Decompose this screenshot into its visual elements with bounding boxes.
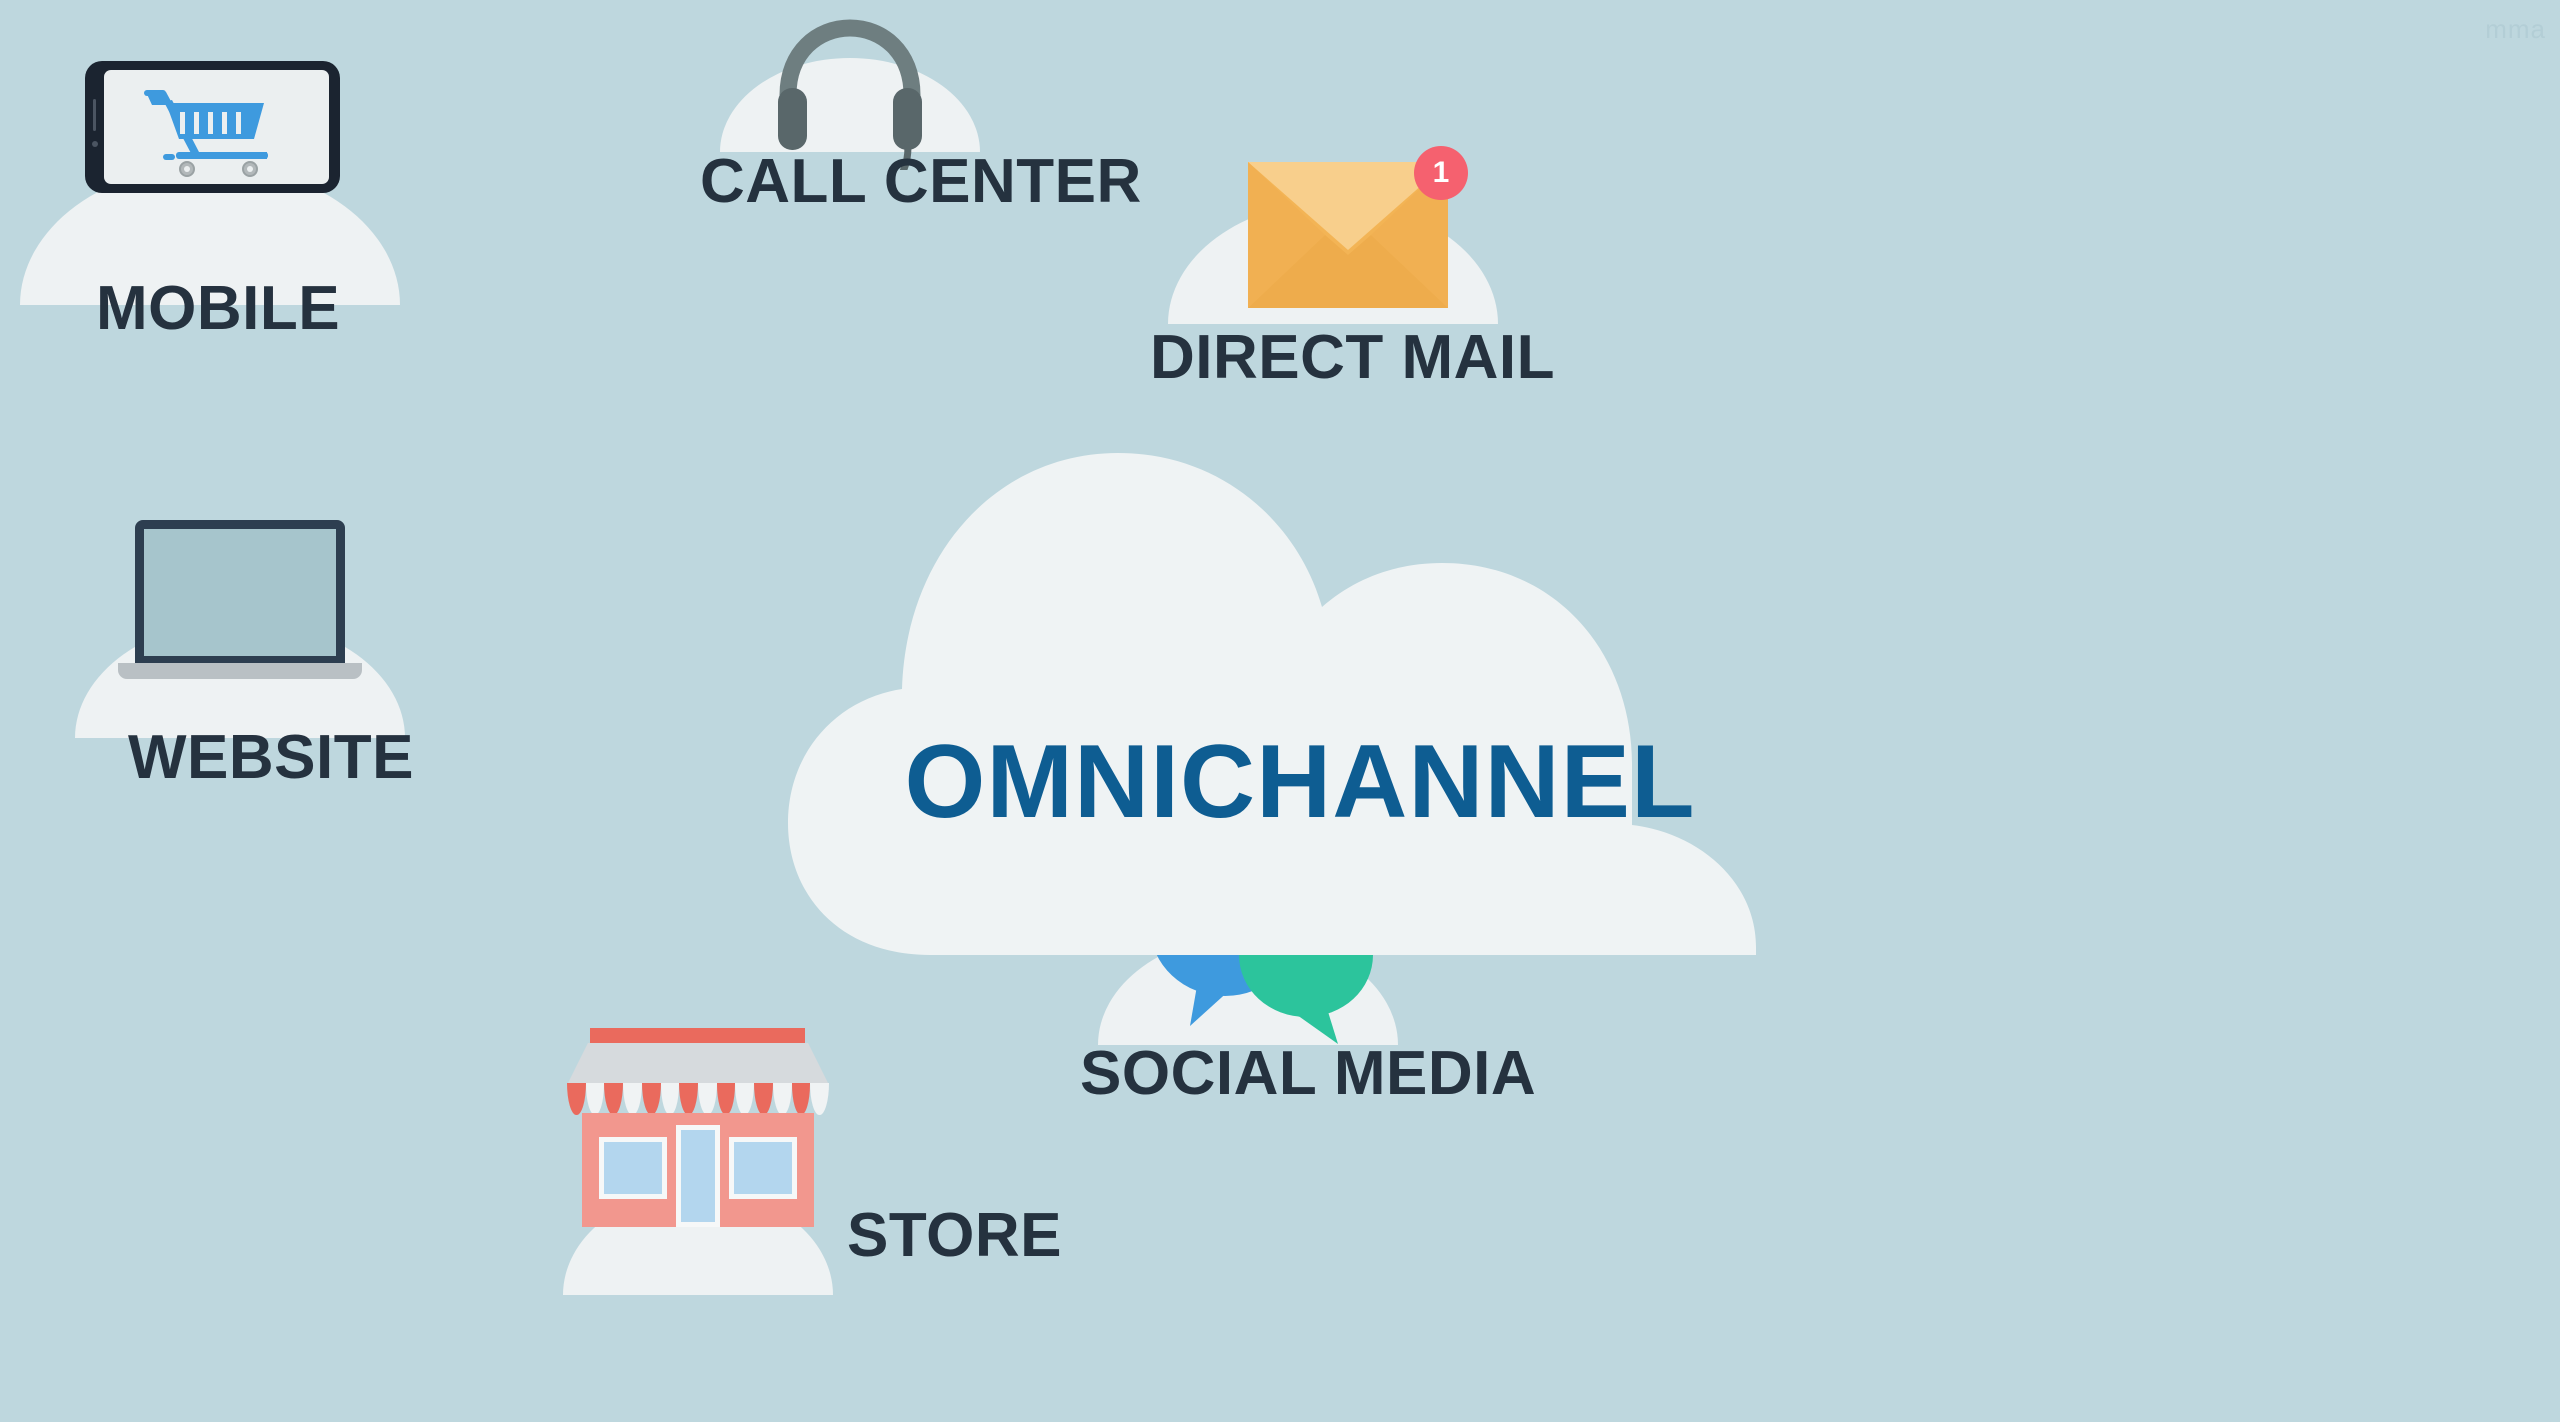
mail-badge: 1 (1414, 146, 1468, 200)
channel-website[interactable]: WEBSITE (60, 510, 540, 810)
label-direct-mail: DIRECT MAIL (1150, 323, 1556, 392)
label-social-media: SOCIAL MEDIA (1080, 1039, 1537, 1108)
mail-badge-count: 1 (1432, 156, 1450, 189)
laptop-screen (144, 529, 336, 656)
label-website: WEBSITE (128, 723, 414, 792)
awning-stripe (567, 1083, 586, 1115)
label-mobile: MOBILE (96, 274, 341, 343)
watermark: mma (2485, 14, 2546, 44)
store-door (676, 1125, 720, 1227)
awning-stripe (660, 1083, 680, 1115)
tablet-camera-dot (92, 141, 98, 147)
envelope-icon (1248, 162, 1448, 308)
shopping-cart-icon (144, 90, 268, 177)
store-roof-strip (590, 1028, 805, 1043)
awning-stripe (623, 1083, 642, 1115)
awning-stripe (772, 1083, 792, 1115)
laptop-base (118, 663, 362, 679)
headset-icon (778, 19, 922, 170)
channel-call-center[interactable]: CALL CENTER (700, 10, 1320, 240)
cloud-icon (788, 453, 1756, 955)
store-roof (567, 1043, 829, 1085)
awning-stripe (754, 1083, 773, 1115)
tablet-shopping-cart-icon (85, 61, 340, 193)
awning-stripe (604, 1083, 624, 1115)
tablet-volume-button (93, 99, 96, 131)
omnichannel-title: OMNICHANNEL (904, 724, 1696, 840)
label-store: STORE (847, 1201, 1062, 1270)
store-window-left (599, 1137, 667, 1199)
channel-mobile[interactable]: MOBILE (10, 55, 430, 345)
awning-stripe (679, 1083, 699, 1115)
awning-stripe (735, 1083, 755, 1115)
store-window-right (729, 1137, 797, 1199)
awning-stripe (716, 1083, 736, 1115)
awning-stripe (585, 1083, 605, 1115)
channel-direct-mail[interactable]: 1 DIRECT MAIL (1150, 140, 1830, 400)
awning-stripe (791, 1083, 811, 1115)
awning-stripe (641, 1083, 661, 1115)
tablet-screen (104, 70, 329, 184)
awning-stripe (698, 1083, 717, 1115)
channel-store[interactable]: STORE (555, 1020, 1061, 1320)
store-awning (567, 1083, 830, 1115)
label-call-center: CALL CENTER (700, 147, 1142, 216)
omnichannel-cloud[interactable]: OMNICHANNEL (770, 355, 1830, 975)
awning-stripe (810, 1083, 830, 1115)
laptop-icon (135, 520, 345, 665)
